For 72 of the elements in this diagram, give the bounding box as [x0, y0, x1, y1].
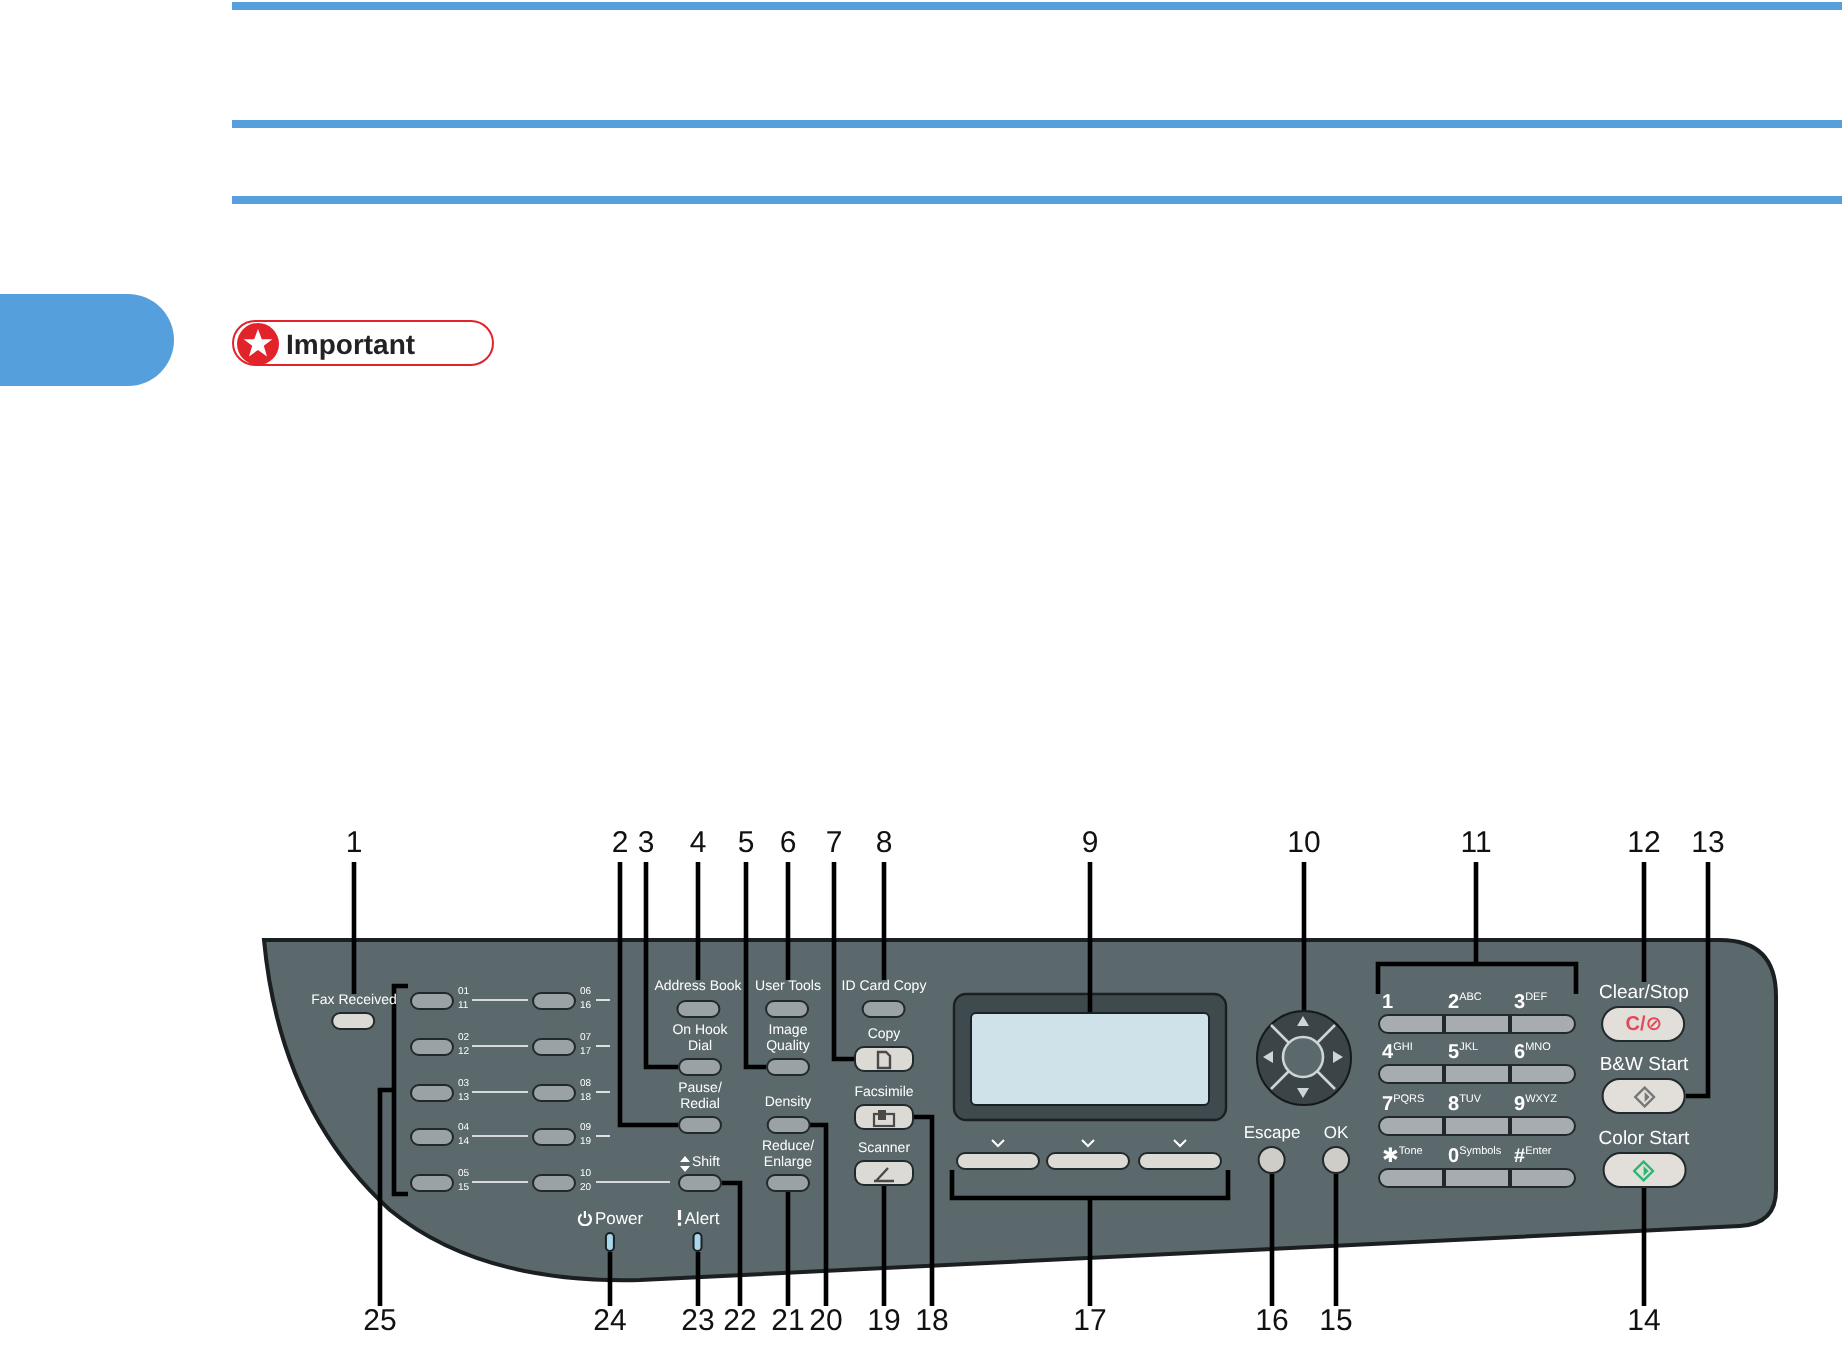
leader-line [1641, 862, 1647, 982]
key-legend: 6$^{MNO}$ [1514, 1042, 1551, 1064]
callout-number: 13 [1691, 826, 1725, 860]
start-key: C/⊘ [1602, 1006, 1686, 1042]
leader-line [881, 1186, 887, 1306]
leader-line [722, 1180, 743, 1306]
callout-number: 23 [681, 1304, 715, 1338]
callout-number: 5 [737, 826, 755, 860]
leader-line [607, 1252, 613, 1306]
key-legend: 0$^{Symbols}$ [1448, 1146, 1502, 1168]
key-legend: ✱$^{Tone}$ [1382, 1146, 1423, 1168]
lamp-label: Power [594, 1208, 644, 1228]
leader-line [1375, 859, 1579, 997]
callout-number: 15 [1319, 1304, 1353, 1338]
callout-number: 18 [915, 1304, 949, 1338]
key-legend: 7$^{PQRS}$ [1382, 1094, 1425, 1116]
callout-number: 9 [1081, 826, 1099, 860]
key-legend: 4$^{GHI}$ [1382, 1042, 1413, 1064]
callout-number: 12 [1627, 826, 1661, 860]
key-label: B&W Start [1599, 1054, 1689, 1076]
leader-line [949, 1167, 1231, 1309]
leader-line [881, 862, 887, 980]
leader-line [695, 1252, 701, 1306]
callout-number: 17 [1073, 1304, 1107, 1338]
leader-line [377, 983, 411, 1309]
callout-number: 4 [689, 826, 707, 860]
callout-number: 6 [779, 826, 797, 860]
key-label: Color Start [1598, 1128, 1690, 1150]
key-label: OK [1323, 1122, 1349, 1142]
leader-line [617, 862, 678, 1128]
leader-line [831, 862, 854, 1062]
key-legend: 1 [1382, 992, 1394, 1014]
callout-number: 3 [637, 826, 655, 860]
leader-line [1333, 1174, 1339, 1306]
key-label: Clear/Stop [1599, 982, 1689, 1004]
callout-number: 8 [875, 826, 893, 860]
leader-line [914, 1114, 935, 1306]
callout-number: 25 [363, 1304, 397, 1338]
leader-line [743, 862, 766, 1070]
leader-line [695, 862, 701, 980]
callout-number: 11 [1460, 826, 1492, 860]
key-legend: 2$^{ABC}$ [1448, 992, 1482, 1014]
callout-number: 24 [593, 1304, 627, 1338]
callout-number: 22 [723, 1304, 757, 1338]
callout-number: 10 [1287, 826, 1321, 860]
key-legend: 5$^{JKL}$ [1448, 1042, 1479, 1064]
leader-line [810, 1122, 829, 1306]
display-screen [970, 1012, 1210, 1106]
callout-number: 19 [867, 1304, 901, 1338]
callout-number: 16 [1255, 1304, 1289, 1338]
leader-line [643, 862, 678, 1070]
key-legend: 3$^{DEF}$ [1514, 992, 1548, 1014]
callout-number: 14 [1627, 1304, 1661, 1338]
leader-line [351, 862, 357, 994]
key-legend: #$^{Enter}$ [1514, 1146, 1552, 1168]
leader-line [1087, 862, 1093, 1012]
leader-line [785, 1192, 791, 1306]
callout-number: 7 [825, 826, 843, 860]
leader-line [1301, 862, 1307, 1010]
leader-line [785, 862, 791, 980]
leader-line [1686, 862, 1711, 1099]
lamp-label: Alert [684, 1208, 720, 1228]
leader-line [1269, 1174, 1275, 1306]
key-label: Escape [1243, 1122, 1301, 1142]
key-legend: 9$^{WXYZ}$ [1514, 1094, 1557, 1116]
key-legend: 8$^{TUV}$ [1448, 1094, 1482, 1116]
leader-line [1641, 1188, 1647, 1306]
callout-number: 21 [771, 1304, 805, 1338]
callout-number: 1 [345, 826, 363, 860]
note-heading: Important [286, 327, 416, 359]
callout-number: 20 [809, 1304, 843, 1338]
callout-number: 2 [611, 826, 629, 860]
